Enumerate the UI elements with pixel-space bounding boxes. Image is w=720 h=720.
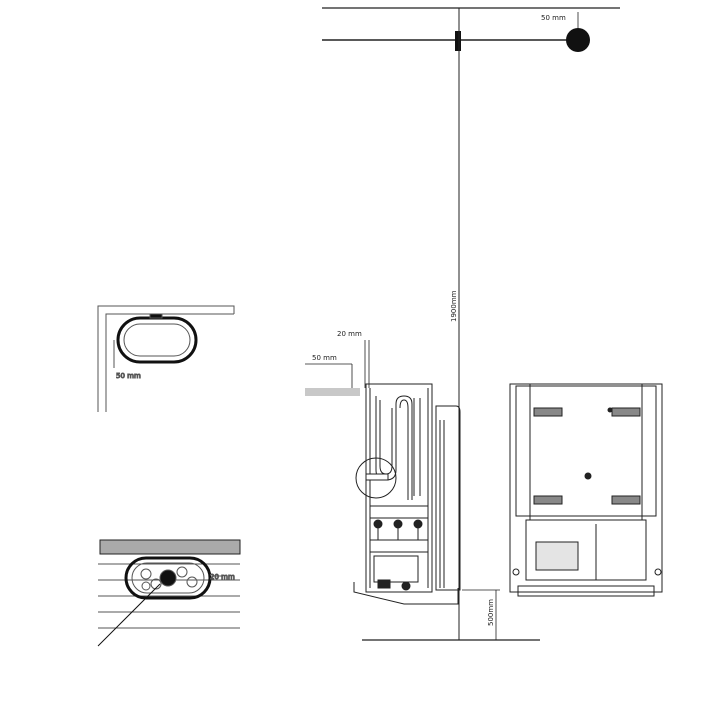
front-base [517, 585, 655, 597]
side-clearance-group: 20 mm 50 mm [305, 330, 370, 396]
terminal-1 [373, 519, 383, 529]
junction-connector [401, 581, 411, 591]
sensor-probe-side [365, 473, 389, 481]
temperature-sensor [566, 28, 590, 52]
front-center-bolt [584, 472, 592, 480]
hatched-ceiling [99, 539, 241, 555]
sensor-mount [455, 31, 461, 51]
detail-top-gap-label: 50 mm [116, 372, 141, 380]
terminal-3 [413, 519, 423, 529]
front-top-dot [607, 407, 613, 413]
ceiling-gap-label: 50 mm [541, 14, 566, 22]
sensor-core [159, 569, 177, 587]
total-height-label: 1900mm [450, 290, 458, 322]
stone-1 [140, 568, 152, 580]
heating-element-5 [413, 398, 421, 496]
corner-outline-inner [105, 313, 234, 412]
callout-leader [97, 583, 161, 647]
control-unit-side [435, 405, 461, 591]
side-gap-wall-label: 50 mm [312, 354, 337, 362]
height-dimension-group: 1900mm [450, 8, 460, 640]
front-lower-panel [525, 519, 647, 581]
heater-body-side [365, 383, 433, 593]
detail-highlight-circle [355, 457, 397, 499]
clip-4 [611, 495, 641, 505]
side-screw-right [654, 568, 662, 576]
side-gap-top-label: 20 mm [337, 330, 362, 338]
oval-sensor-mounted-outer [124, 556, 212, 600]
detail-bottom-gap-label: 20 mm [210, 573, 235, 581]
stone-3 [176, 566, 188, 578]
wall-section [305, 388, 360, 396]
clip-1 [533, 407, 563, 417]
junction-block [377, 579, 391, 589]
front-inner-panel [515, 385, 657, 517]
clip-2 [611, 407, 641, 417]
floor-height-label: 500mm [487, 599, 495, 626]
oval-sensor-inner [123, 323, 191, 357]
heater-front-view [509, 383, 663, 597]
control-display [535, 541, 579, 571]
oval-sensor-mounted-inner [131, 562, 205, 594]
corner-outline-outer [97, 305, 235, 412]
heater-body-front [509, 383, 663, 593]
detail-bottom-view: 20 mm [97, 539, 241, 647]
floor-group: 500mm [362, 589, 540, 641]
heater-base-foot [353, 582, 459, 605]
detail-top-view: 50 mm [97, 305, 235, 412]
terminal-2 [393, 519, 403, 529]
side-screw-left [512, 568, 520, 576]
stone-5 [141, 581, 151, 591]
stone-4 [186, 576, 198, 588]
heating-element-4 [399, 399, 409, 500]
stone-2 [150, 578, 162, 590]
clip-3 [533, 495, 563, 505]
oval-sensor-outer [116, 316, 198, 364]
oval-sensor-tab [149, 313, 163, 319]
heating-element-3 [395, 395, 413, 500]
ceiling-group: 50 mm [322, 7, 620, 52]
heater-side-view [353, 383, 461, 605]
junction-box-side [373, 555, 419, 583]
heating-element-2 [379, 400, 393, 475]
